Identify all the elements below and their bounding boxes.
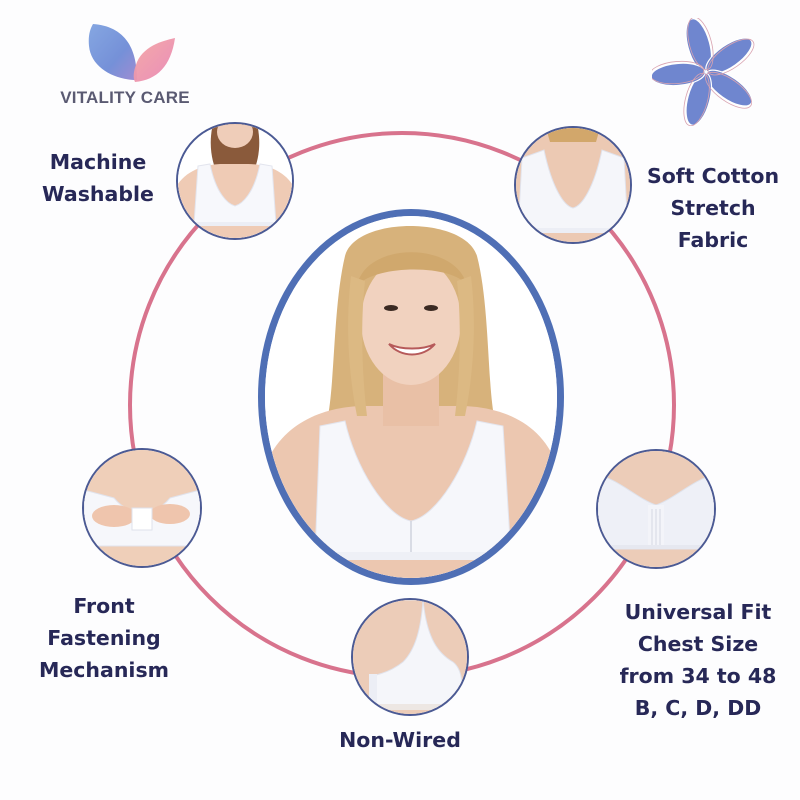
feature-label-non-wired: Non-Wired <box>320 724 480 756</box>
label-line: Soft Cotton <box>646 164 780 188</box>
label-line: Chest Size <box>637 632 759 656</box>
leaf-logo-icon <box>88 24 175 82</box>
label-line: Universal Fit <box>624 600 772 624</box>
feature-image-front-fastening <box>82 448 202 568</box>
brand-logo: VITALITY CARE <box>55 22 195 112</box>
feature-label-front-fastening: Front Fastening Mechanism <box>24 590 184 686</box>
label-line: Non-Wired <box>339 728 461 752</box>
flower-icon <box>652 18 755 126</box>
label-line: Fastening <box>47 626 161 650</box>
feature-label-universal-fit: Universal Fit Chest Size from 34 to 48 B… <box>606 596 790 724</box>
feature-image-universal-fit <box>596 449 716 569</box>
feature-label-machine-washable: Machine Washable <box>28 146 168 210</box>
feature-image-soft-cotton <box>514 126 632 244</box>
hero-photo <box>265 216 557 578</box>
hero-image <box>258 209 564 585</box>
label-line: Mechanism <box>38 658 170 682</box>
label-line: from 34 to 48 <box>619 664 777 688</box>
feature-image-machine-washable <box>176 122 294 240</box>
label-line: Washable <box>42 182 154 206</box>
label-line: B, C, D, DD <box>634 696 762 720</box>
label-line: Front <box>73 594 135 618</box>
label-line: Stretch <box>670 196 756 220</box>
brand-name: VITALITY CARE <box>60 88 190 107</box>
feature-label-soft-cotton: Soft Cotton Stretch Fabric <box>638 160 788 256</box>
label-line: Fabric <box>677 228 749 252</box>
label-line: Machine <box>49 150 147 174</box>
feature-image-non-wired <box>351 598 469 716</box>
